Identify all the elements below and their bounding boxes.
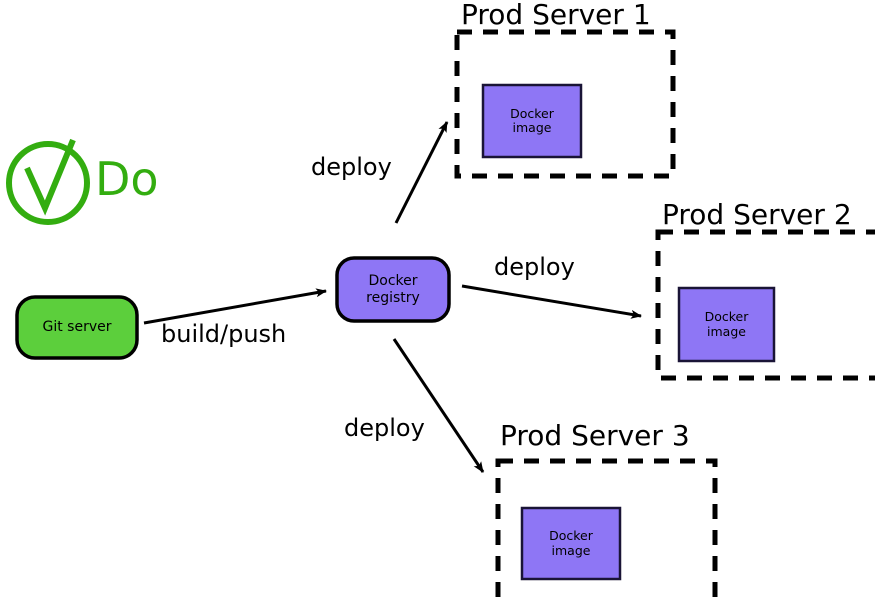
prod-server-1-title: Prod Server 1 bbox=[461, 0, 651, 31]
edge-label-deploy-1: deploy bbox=[311, 153, 392, 181]
edge-label-deploy-3: deploy bbox=[344, 414, 425, 442]
prod-server-3-title: Prod Server 3 bbox=[500, 419, 690, 452]
edge-label-build-push: build/push bbox=[161, 320, 287, 348]
docker-registry-shape[interactable] bbox=[335, 256, 451, 323]
edge-deploy-2-arrow bbox=[461, 284, 642, 319]
docker-image-2-shape[interactable] bbox=[677, 286, 776, 363]
do-badge-label: Do bbox=[95, 152, 159, 206]
edge-deploy-3-arrow bbox=[392, 338, 485, 473]
prod-server-2-boundary bbox=[655, 229, 875, 381]
check-circle-icon bbox=[6, 138, 90, 225]
edge-label-deploy-2: deploy bbox=[494, 253, 575, 281]
prod-server-2-title: Prod Server 2 bbox=[662, 198, 852, 231]
edge-buildpush-arrow bbox=[143, 288, 327, 325]
docker-image-1-shape[interactable] bbox=[481, 83, 583, 159]
docker-image-3-shape[interactable] bbox=[520, 506, 622, 581]
git-server-shape[interactable] bbox=[15, 295, 139, 360]
prod-server-3-boundary bbox=[495, 458, 718, 602]
edge-deploy-1-arrow bbox=[394, 121, 449, 224]
prod-server-1-boundary bbox=[454, 29, 676, 179]
